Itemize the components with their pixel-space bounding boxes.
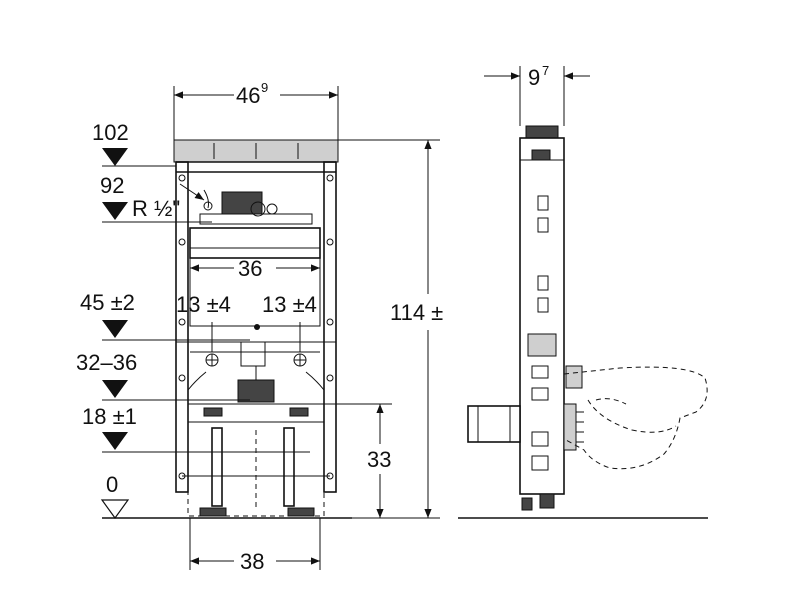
flush-pipe — [240, 341, 266, 367]
level-45-marker — [102, 320, 128, 338]
toilet-bowl-outline — [563, 366, 708, 470]
level-32-36-label: 32–36 — [76, 350, 137, 375]
level-32-36-marker — [102, 380, 128, 398]
level-0-label: 0 — [106, 472, 118, 497]
water-connection — [237, 379, 275, 403]
leg-right — [283, 427, 295, 507]
side-view — [467, 125, 708, 511]
level-92-marker — [102, 202, 128, 220]
level-18-label: 18 ±1 — [82, 404, 137, 429]
level-0-marker — [100, 499, 130, 520]
mounting-bracket — [565, 365, 583, 389]
base-outline — [187, 403, 325, 517]
side-frame — [519, 137, 565, 495]
connector-block — [563, 403, 577, 451]
inner-width-label: 36 — [238, 256, 262, 281]
dimension-base-height: 33 — [324, 403, 392, 518]
leg-left — [211, 427, 223, 507]
level-102-marker — [102, 148, 128, 166]
base-height-label: 33 — [367, 447, 391, 472]
width-top-sup: 9 — [261, 80, 268, 95]
dimension-width-top: 46 9 — [173, 80, 339, 140]
fill-valve — [221, 191, 263, 215]
level-markers: 102 92 R ½" 45 ±2 32–36 18 ±1 0 — [76, 120, 310, 520]
dimension-depth: 9 7 — [484, 63, 590, 126]
depth-label: 9 — [528, 65, 540, 90]
level-45-label: 45 ±2 — [80, 290, 135, 315]
frame-right-post — [323, 161, 337, 493]
level-92-label: 92 — [100, 173, 124, 198]
cistern — [189, 227, 321, 259]
front-view — [173, 139, 339, 517]
offset-left-label: 13 ±4 — [176, 292, 231, 317]
dimension-inner-width: 36 — [190, 256, 320, 281]
level-102-label: 102 — [92, 120, 129, 145]
height-total-label: 114 ± — [390, 300, 443, 325]
level-18-marker — [102, 432, 128, 450]
side-hardware — [521, 149, 557, 511]
dimension-base-width: 38 — [189, 518, 321, 574]
thread-label: R ½" — [132, 196, 180, 221]
depth-sup: 7 — [542, 63, 549, 78]
width-top-label: 46 — [236, 83, 260, 108]
rear-pipe — [467, 405, 521, 443]
offset-right-label: 13 ±4 — [262, 292, 317, 317]
top-clip — [525, 125, 559, 139]
base-width-label: 38 — [240, 549, 264, 574]
dimension-offsets: 13 ±4 13 ±4 — [176, 292, 317, 352]
dimension-height-total: 114 ± — [338, 139, 443, 519]
